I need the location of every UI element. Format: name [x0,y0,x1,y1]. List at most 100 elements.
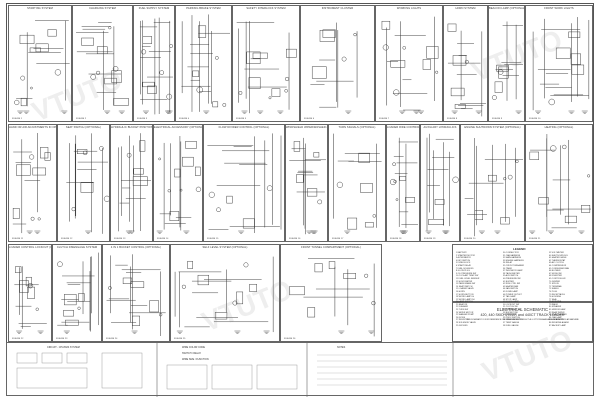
legend-entry: 81 MIRROR HEAT [549,309,566,312]
bottom-notes-label: NOTES [337,346,346,349]
legend-entry: 18 WORK LAMP LH [456,296,475,299]
legend-entry: 31 CAB HARNESS [503,254,521,257]
wiring-diagram [389,137,418,234]
panel-title: ENGINE SHUTDOWN SYSTEM (OPTIONAL) [464,126,521,129]
legend-entry: 9 OIL PRESSURE SW [456,272,477,275]
panel-figure-label: FIGURE 17 [332,238,344,240]
schematic-panel: PARKING BRAKE SYSTEM FIGURE 4 [175,5,232,122]
legend-entry: 23 TURN SW [456,309,469,312]
legend-entry: 87 BACKUP LAMP [549,324,566,327]
schematic-panel: LOADER RIDE CONTROL (OPTIONAL) FIGURE 18 [386,124,420,242]
legend-entry: 74 PLUG [549,290,558,293]
panel-figure-label: FIGURE 5 [236,118,247,120]
schematic-panel: SAFETY INTERLOCK SYSTEM FIGURE 5 [232,5,300,122]
wiring-diagram [333,133,382,234]
title-line-3: THIS SCHEMATIC IS FOR REFERENCE ONLY AND… [466,319,579,321]
legend-entry: 44 FAN SWITCH [503,288,519,291]
wiring-diagram [181,14,230,114]
schematic-panel: HYDRAULIC BUCKET POSITIONERFIGURE 13 [110,124,153,242]
wiring-diagram [236,21,297,114]
bottom-mid-label-2: SWITCH / RELAY [182,352,202,355]
legend-entry: 19 WORK LAMP RH [456,298,475,301]
panel-figure-label: FIGURE 15 [207,238,219,240]
panel-title: STARTING SYSTEM [27,7,53,10]
panel-title: SAFETY INTERLOCK SYSTEM [246,7,286,10]
bottom-left-label: CIRCUIT - CHASSIS SYSTEM [47,346,80,349]
schematic-panel: ELECTRICAL ACCESSORY (OPTIONAL)FIGURE 14 [153,124,203,242]
legend-entry: 79 RADIO [549,303,559,306]
panel-title: FRONT TUNNEL COMPARTMENT (OPTIONAL) [301,246,361,249]
legend-entry: 38 TACHOMETER [503,272,520,275]
legend-entry: 48 STOP LAMP [503,298,518,301]
legend-entry: 65 CONDENSER FAN [549,267,570,270]
wiring-diagram [174,256,274,334]
legend-entry: 30 CONNECTOR [503,252,519,254]
panel-title: AUXILIARY HYDRAULICS [423,126,457,129]
panel-figure-label: FIGURE 4 [179,118,190,120]
legend-entry: 13 PARK BRAKE SW [456,283,476,286]
schematic-panel: HAND OR AIR ADJUSTMENTS IN OPTIONAL INST… [8,124,57,242]
panel-figure-label: FIGURE 7 [379,118,390,120]
bottom-info-bar: CIRCUIT - CHASSIS SYSTEM WIRE COLOR CODE… [6,342,594,397]
panel-figure-label: FIGURE 11 [12,238,24,240]
legend-entry: 75 RECEPTACLE [549,293,565,296]
panel-title: WINDSHIELD WIPER/WASHER (OPTIONAL) [286,126,327,129]
bottom-bar-grid [16,343,454,397]
legend-entry: 40 PRESSURE SW [503,277,521,280]
legend-entry: 53 BUCKET SW [503,311,518,314]
legend-entry: 35 CIRCUIT BREAKER [503,264,524,267]
legend-entry: 5 FUSE BLOCK [456,262,471,265]
title-line-1: ELECTRICAL SCHEMATIC [496,307,549,312]
bottom-mid-label-3: WIRE SIZE / FUNCTION [182,358,209,361]
wiring-diagram [14,266,47,334]
legend-entry: 86 REVERSE ALARM [549,322,569,325]
legend-entry: 46 POWER OUTLET [503,293,522,296]
legend-entry: 63 A/C CLUTCH [549,262,564,265]
wiring-diagram [381,16,439,114]
wiring-diagram [66,133,109,234]
schematic-panel: STARTING SYSTEM FIGURE 1 [8,5,72,122]
legend-entry: 24 WIPER MOTOR [456,311,474,314]
legend-entry: 10 COOLANT TEMP SW [456,275,479,278]
legend-entry: 27 RESISTOR [456,319,469,322]
legend-entry: 25 WASHER PUMP [456,314,474,317]
legend-entry: 69 CONTROLLER [549,277,566,280]
legend-entry: 82 REAR WIPER [549,311,565,314]
panel-figure-label: FIGURE 24 [106,338,118,340]
legend-entry: 47 TAIL LAMP [503,296,516,299]
legend-entry: 59 VOLTMETER [549,252,564,254]
wiring-diagram [289,137,326,235]
panel-figure-label: FIGURE 8 [447,118,458,120]
panel-title: HORN SYSTEM [455,7,476,10]
legend-title: LEGEND [513,247,526,251]
legend-entry: 66 BLOWER [549,270,561,273]
schematic-panel: SEAT SWITCH (OPTIONAL)FIGURE 12 [57,124,110,242]
legend-entry: 51 CLUTCH SW [503,306,518,309]
legend-entry: 26 DIODE [456,316,466,319]
legend-entry: 33 ENGINE HARNESS [503,259,524,262]
panel-title: ELECTRICAL ACCESSORY (OPTIONAL) [154,126,202,129]
panel-title: LOADER RIDE CONTROL (OPTIONAL) [387,126,419,129]
panel-figure-label: FIGURE 2 [76,118,87,120]
legend-entry: 32 MAIN HARNESS [503,257,522,260]
legend-entry: 71 SPLICE [549,283,559,286]
panel-figure-label: FIGURE 25 [174,338,186,340]
legend-entry: 52 SELF LEVEL SW [503,309,522,312]
panel-figure-label: FIGURE 1 [12,118,23,120]
schematic-panel: HEATING (OPTIONAL)FIGURE 21 [525,124,593,242]
panel-figure-label: FIGURE 19 [424,238,436,240]
legend-entry: 56 SPEED SENSOR [503,319,522,322]
legend-entry: 17 HORN BUTTON [456,293,474,296]
legend-entry: 16 HORN [456,290,465,293]
panel-title: PARKING BRAKE SYSTEM [186,7,221,10]
legend-entry: 2 STARTER MOTOR [456,254,475,257]
panel-figure-label: FIGURE 18 [390,238,402,240]
title-line-2: 420, 440 SKID STEER and 440CT TRACK LOAD… [480,313,565,317]
wiring-diagram [310,22,358,114]
